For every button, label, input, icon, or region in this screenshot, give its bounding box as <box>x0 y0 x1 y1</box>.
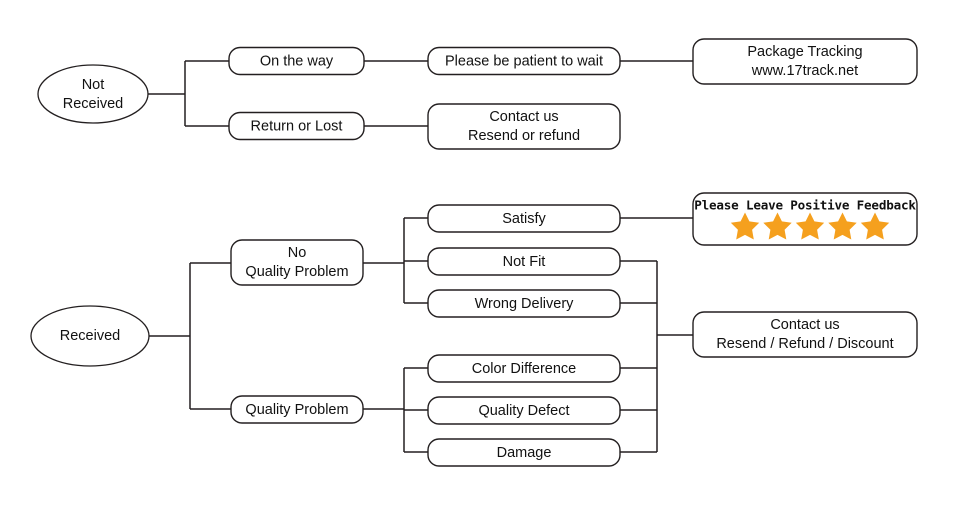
node-contact-discount-line1: Contact us <box>770 317 839 333</box>
node-not-received-line1: Not <box>82 77 105 93</box>
node-damage-label: Damage <box>497 445 552 461</box>
node-no-quality-problem-line1: No <box>288 245 307 261</box>
node-satisfy[interactable]: Satisfy <box>427 204 621 233</box>
node-contact-discount-line2: Resend / Refund / Discount <box>716 336 893 352</box>
star-icon <box>730 212 760 240</box>
node-not-fit[interactable]: Not Fit <box>427 247 621 276</box>
node-package-tracking-line1: Package Tracking <box>747 44 862 60</box>
node-please-be-patient[interactable]: Please be patient to wait <box>427 46 621 76</box>
node-wrong-delivery[interactable]: Wrong Delivery <box>427 289 621 318</box>
node-not-received-line2: Received <box>63 96 123 112</box>
node-not-fit-label: Not Fit <box>503 254 546 270</box>
node-no-quality-problem[interactable]: No Quality Problem <box>230 239 364 286</box>
node-quality-defect[interactable]: Quality Defect <box>427 396 621 425</box>
node-return-or-lost[interactable]: Return or Lost <box>228 111 365 141</box>
node-color-difference[interactable]: Color Difference <box>427 354 621 383</box>
node-received-label: Received <box>60 328 120 344</box>
node-no-quality-problem-line2: Quality Problem <box>245 264 348 280</box>
node-quality-defect-label: Quality Defect <box>478 403 569 419</box>
star-icon <box>828 212 857 240</box>
node-on-the-way-label: On the way <box>260 53 334 69</box>
star-icon <box>795 212 825 240</box>
node-package-tracking-url: www.17track.net <box>751 63 858 79</box>
positive-feedback-caption: Please Leave Positive Feedback <box>694 198 916 213</box>
node-quality-problem-label: Quality Problem <box>245 402 348 418</box>
node-color-difference-label: Color Difference <box>472 361 577 377</box>
node-on-the-way[interactable]: On the way <box>228 46 365 76</box>
node-contact-resend-refund-discount[interactable]: Contact us Resend / Refund / Discount <box>692 311 918 358</box>
node-contact-resend-refund-line2: Resend or refund <box>468 128 580 144</box>
node-positive-feedback[interactable]: Please Leave Positive Feedback <box>692 192 918 246</box>
node-quality-problem[interactable]: Quality Problem <box>230 395 364 424</box>
star-icon <box>763 212 792 240</box>
node-damage[interactable]: Damage <box>427 438 621 467</box>
node-contact-resend-refund-line1: Contact us <box>489 109 558 125</box>
node-received[interactable]: Received <box>30 305 150 367</box>
node-not-received[interactable]: Not Received <box>37 64 149 124</box>
star-icon <box>860 212 890 240</box>
node-package-tracking[interactable]: Package Tracking www.17track.net <box>692 38 918 85</box>
star-rating[interactable] <box>730 212 890 240</box>
node-satisfy-label: Satisfy <box>502 211 546 227</box>
node-return-or-lost-label: Return or Lost <box>251 118 343 134</box>
node-contact-resend-refund[interactable]: Contact us Resend or refund <box>427 103 621 150</box>
node-please-be-patient-label: Please be patient to wait <box>445 53 603 69</box>
node-wrong-delivery-label: Wrong Delivery <box>475 296 575 312</box>
